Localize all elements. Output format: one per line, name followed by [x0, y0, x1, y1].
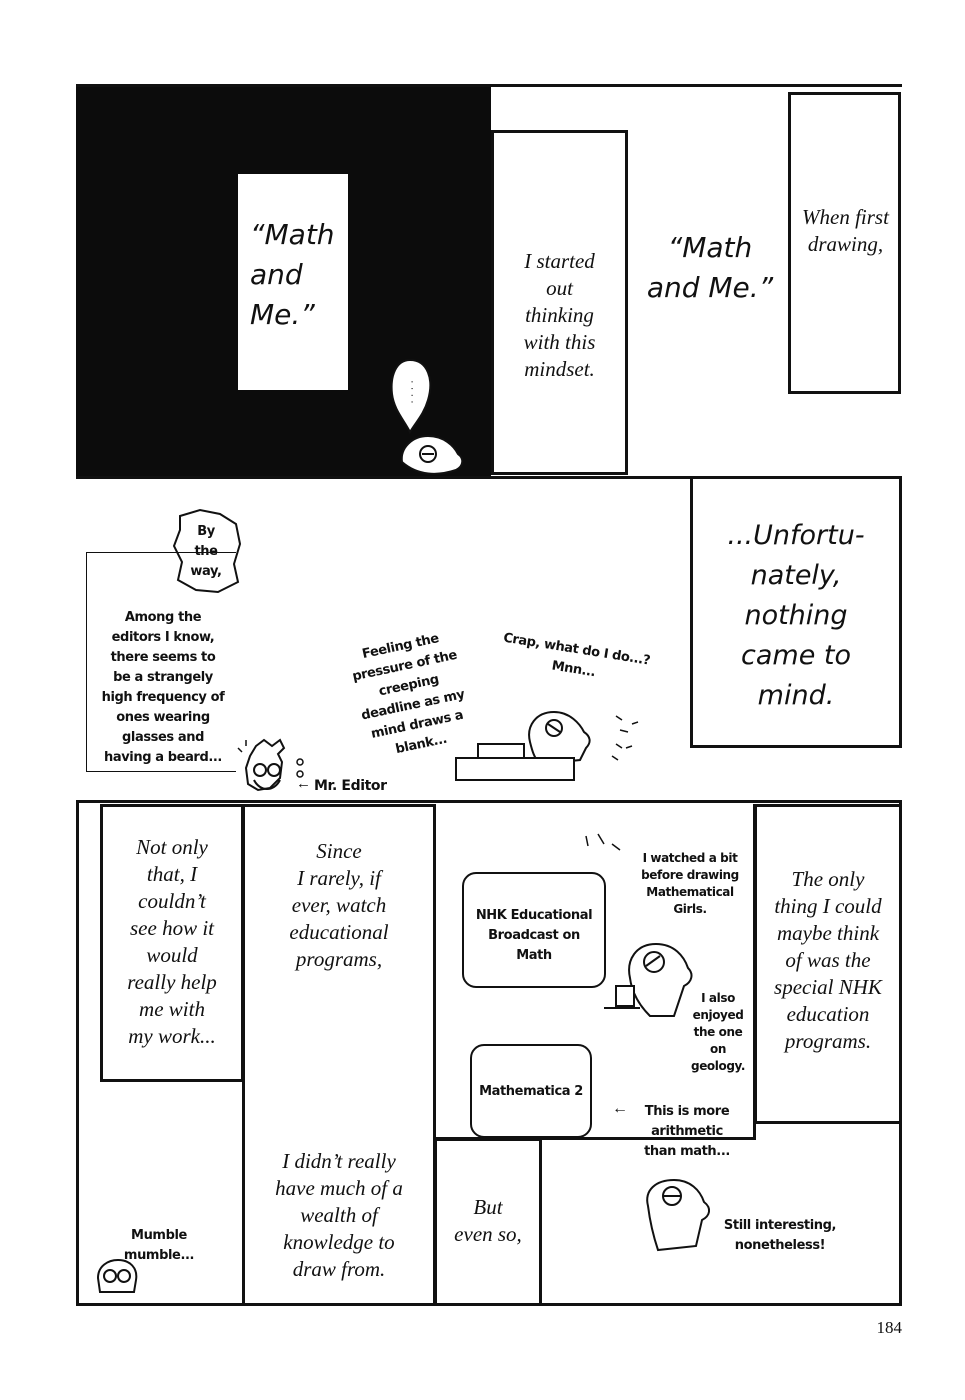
didnt-text: I didn’t really have much of a wealth of… [275, 1149, 403, 1281]
panel-since [242, 804, 436, 1306]
tv-screen-nhk [462, 872, 606, 988]
tv-sparkle-icon [585, 833, 621, 851]
author-character-icon [400, 434, 464, 475]
tv2-label: Mathematica 2 [479, 1084, 583, 1099]
since-text: Since I rarely, if ever, watch education… [289, 839, 389, 971]
page-frame-top [76, 84, 902, 87]
dark-title-text: “Math and Me.” [250, 218, 335, 331]
panel-unfortunately [690, 476, 902, 748]
author-watching-icon [604, 942, 693, 1017]
small-character-icon [96, 1258, 138, 1293]
not-only-text: Not only that, I couldn’t see how it wou… [127, 835, 217, 1048]
panel-middle [76, 476, 902, 803]
panel-but-even-so [434, 1138, 542, 1306]
watched-note: I watched a bit before drawing Mathemati… [641, 851, 739, 916]
editor-character-icon [237, 738, 304, 792]
caption-first-drawing: When first drawing, [802, 205, 889, 256]
arithmetic-arrow-icon: ← [612, 1100, 628, 1117]
mumble-text: Mumble mumble... [123, 1228, 195, 1263]
by-the-way-bubble [172, 508, 242, 594]
editors-note-text: Among the editors I know, there seems to… [101, 610, 225, 765]
author-speaking-icon [646, 1178, 710, 1252]
panel-started [491, 130, 628, 475]
dark-title-box [238, 174, 348, 390]
only-thing-text: The only thing I could maybe think of wa… [774, 867, 882, 1053]
thought-bubble [390, 358, 432, 435]
tv1-label: NHK Educational Broadcast on Math [475, 908, 593, 963]
thought-bubble-dots: · · · · [406, 380, 418, 404]
panel-not-only [100, 804, 244, 1082]
author-at-desk-icon [455, 710, 639, 781]
editor-label: Mr. Editor [314, 778, 387, 794]
but-even-so-text: But even so, [454, 1195, 522, 1246]
title-repeat-text: “Math and Me.” [646, 231, 774, 304]
panel-only-thing [754, 804, 902, 1124]
page-number: 184 [876, 1318, 903, 1337]
by-the-way-text: By the way, [190, 524, 222, 579]
editors-note-box [86, 552, 236, 772]
arithmetic-note: This is more arithmetic than math... [644, 1104, 730, 1159]
panel-first-drawing [788, 92, 901, 394]
caption-started: I started out thinking with this mindset… [523, 249, 596, 381]
still-interesting-text: Still interesting, nonetheless! [723, 1218, 837, 1253]
editor-arrow-icon: ← [296, 775, 311, 792]
unfortunately-text: ...Unfortu- nately, nothing came to mind… [727, 520, 865, 711]
tv-screen-mathematica [470, 1044, 592, 1138]
geology-note: I also enjoyed the one on geology. [691, 991, 745, 1073]
